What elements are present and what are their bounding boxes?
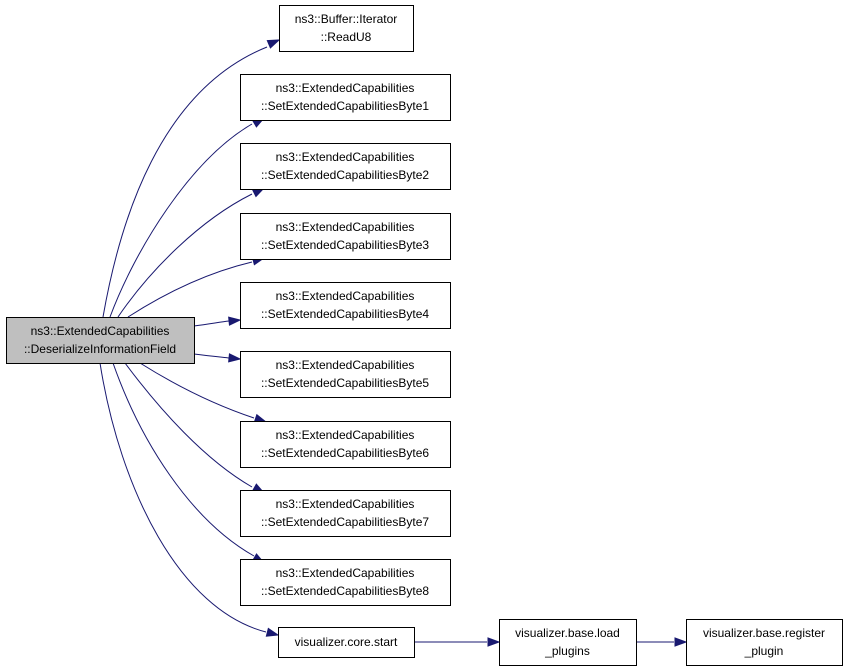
node-box [240,421,451,468]
node-label: visualizer.base.load [515,626,620,640]
arrowhead-icon [674,637,688,647]
edge-line [102,46,268,318]
node-label: _plugin [744,644,784,658]
node-label: ns3::ExtendedCapabilities [276,566,415,580]
node-readu8[interactable]: ns3::Buffer::Iterator::ReadU8 [279,5,414,52]
node-byte8[interactable]: ns3::ExtendedCapabilities::SetExtendedCa… [240,559,451,606]
node-byte1[interactable]: ns3::ExtendedCapabilities::SetExtendedCa… [240,74,451,121]
edge-root-to-byte4 [193,316,242,327]
edge-line [99,362,267,633]
node-byte5[interactable]: ns3::ExtendedCapabilities::SetExtendedCa… [240,351,451,398]
edge-root-to-vizstart [99,362,280,637]
node-label: ns3::ExtendedCapabilities [276,428,415,442]
node-label: ::SetExtendedCapabilitiesByte3 [261,238,429,252]
edge-line [193,320,230,327]
node-byte2[interactable]: ns3::ExtendedCapabilities::SetExtendedCa… [240,143,451,190]
node-box [240,213,451,260]
edge-line [139,362,255,419]
edge-line [127,261,253,318]
node-label: ns3::ExtendedCapabilities [276,150,415,164]
node-registerplugin[interactable]: visualizer.base.register _plugin [686,619,843,666]
node-byte3[interactable]: ns3::ExtendedCapabilities::SetExtendedCa… [240,213,451,260]
edge-line [112,362,255,557]
node-box [240,74,451,121]
node-label: ::SetExtendedCapabilitiesByte4 [261,307,429,321]
node-root[interactable]: ns3::ExtendedCapabilities::DeserializeIn… [6,317,195,364]
edge-root-to-byte5 [193,353,242,363]
node-label: ::ReadU8 [321,30,372,44]
edge-root-to-readu8 [102,39,281,318]
arrowhead-icon [265,627,280,637]
node-byte7[interactable]: ns3::ExtendedCapabilities::SetExtendedCa… [240,490,451,537]
node-box [499,619,637,666]
node-label: ::SetExtendedCapabilitiesByte8 [261,584,429,598]
node-label: _plugins [544,644,590,658]
node-label: ns3::ExtendedCapabilities [31,324,170,338]
node-box [279,5,414,52]
arrowhead-icon [266,39,281,49]
node-box [6,317,195,364]
nodes-layer: ns3::ExtendedCapabilities::DeserializeIn… [6,5,843,666]
node-vizstart[interactable]: visualizer.core.start [278,627,415,658]
edge-line [193,353,230,359]
node-label: ns3::ExtendedCapabilities [276,220,415,234]
node-label: ::SetExtendedCapabilitiesByte6 [261,446,429,460]
node-box [240,559,451,606]
node-label: ns3::Buffer::Iterator [295,12,398,26]
node-box [240,143,451,190]
node-label: ns3::ExtendedCapabilities [276,81,415,95]
node-box [240,351,451,398]
edge-loadplugins-to-registerplugin [636,637,688,647]
arrowhead-icon [487,637,501,647]
edge-line [124,362,253,488]
edge-vizstart-to-loadplugins [414,637,501,647]
node-box [240,282,451,329]
node-loadplugins[interactable]: visualizer.base.load _plugins [499,619,637,666]
node-label: visualizer.core.start [295,635,398,649]
node-label: ns3::ExtendedCapabilities [276,497,415,511]
node-label: ::DeserializeInformationField [24,342,176,356]
node-label: ns3::ExtendedCapabilities [276,289,415,303]
node-label: ::SetExtendedCapabilitiesByte7 [261,515,429,529]
arrowhead-icon [228,316,242,326]
node-box [686,619,843,666]
node-label: ::SetExtendedCapabilitiesByte2 [261,168,429,182]
node-byte6[interactable]: ns3::ExtendedCapabilities::SetExtendedCa… [240,421,451,468]
node-byte4[interactable]: ns3::ExtendedCapabilities::SetExtendedCa… [240,282,451,329]
node-label: ::SetExtendedCapabilitiesByte1 [261,99,429,113]
node-label: ::SetExtendedCapabilitiesByte5 [261,376,429,390]
node-label: ns3::ExtendedCapabilities [276,358,415,372]
node-label: visualizer.base.register [703,626,825,640]
edge-line [109,123,253,318]
node-box [278,627,415,658]
node-box [240,490,451,537]
arrowhead-icon [228,353,242,363]
edge-line [117,193,253,318]
